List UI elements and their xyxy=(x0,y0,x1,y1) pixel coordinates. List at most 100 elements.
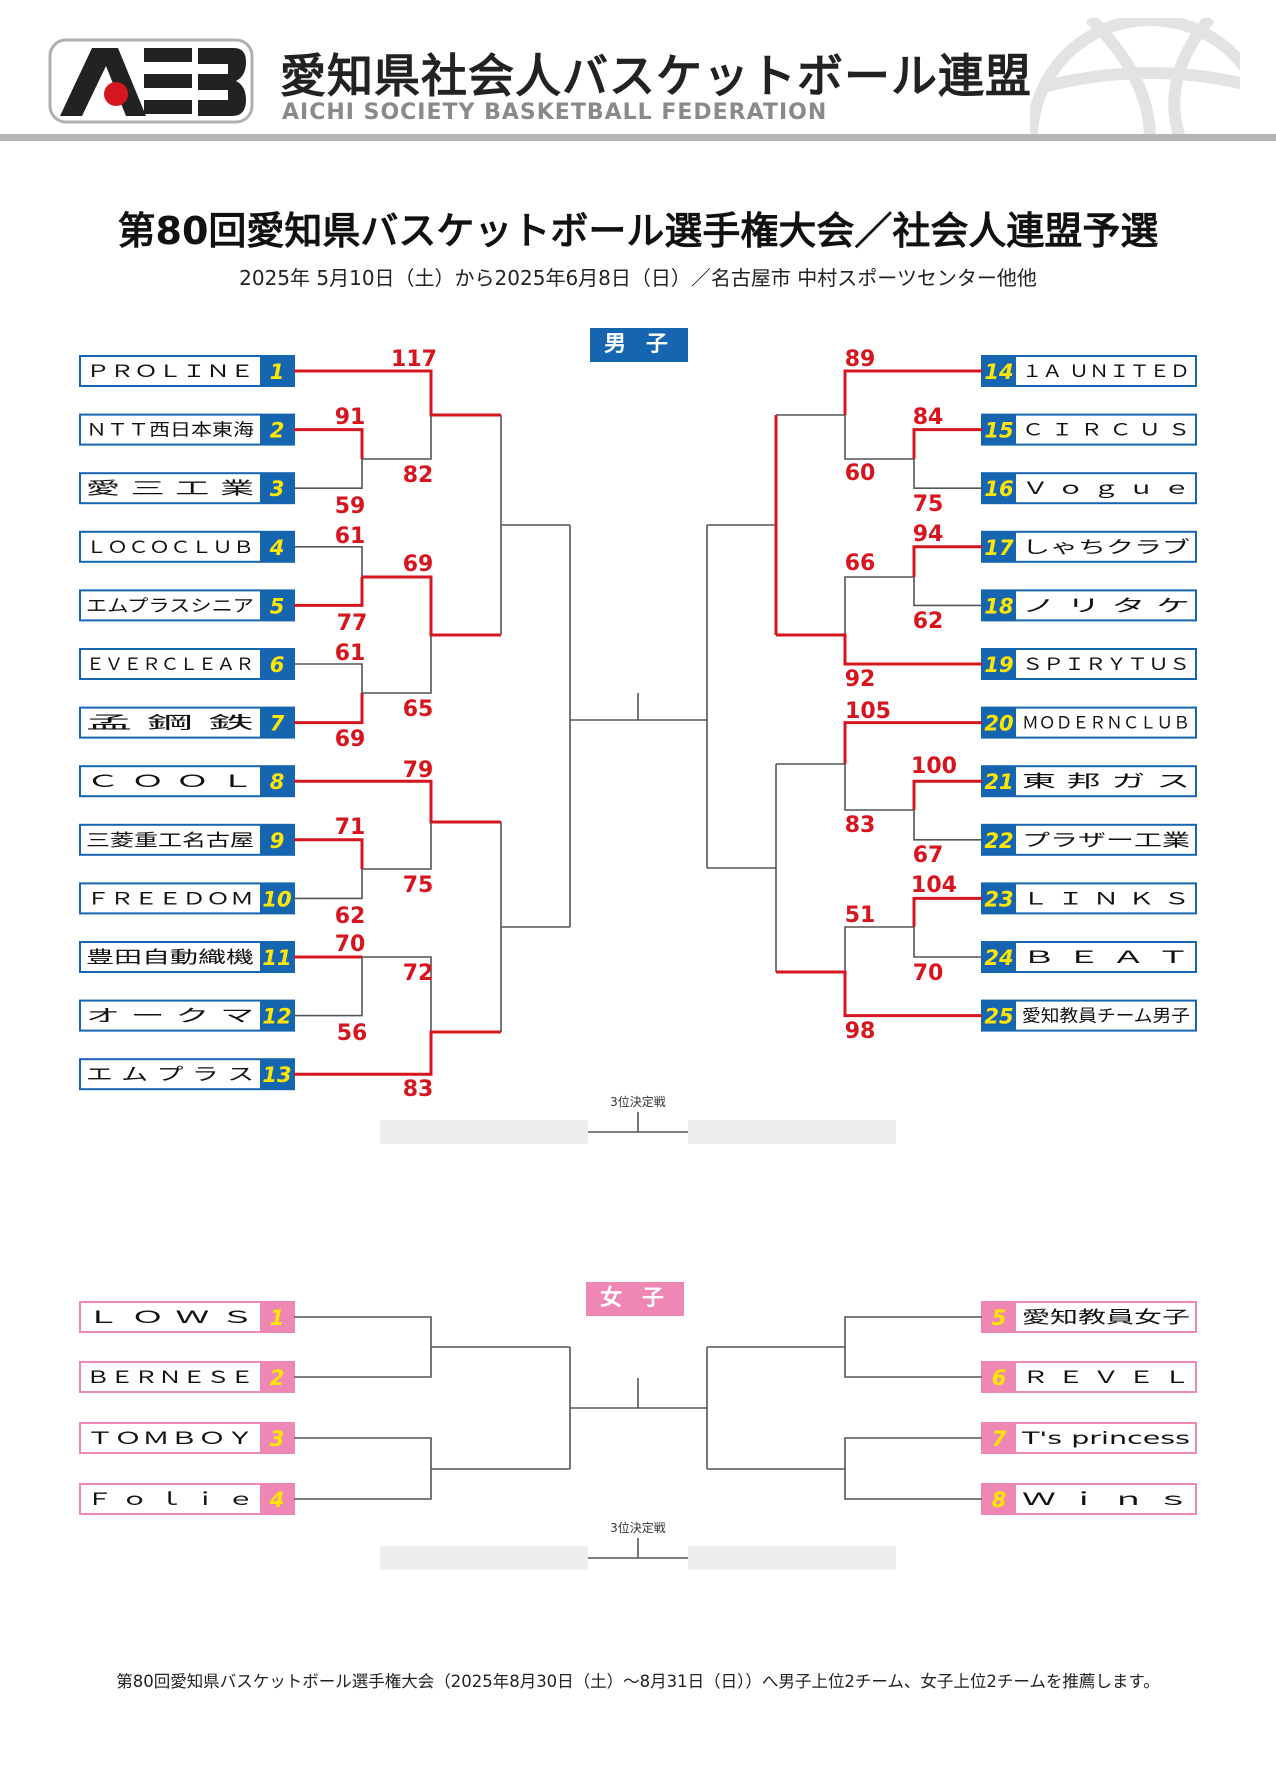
third-place-slot xyxy=(688,1120,896,1144)
men-seed-number: 14 xyxy=(984,360,1013,384)
men-seed-number: 21 xyxy=(984,770,1013,794)
score-label: 79 xyxy=(403,758,434,783)
men-team-box xyxy=(79,589,295,622)
men-seed-box xyxy=(260,473,294,504)
bracket-line xyxy=(362,635,432,694)
men-seed-box xyxy=(260,590,294,621)
men-team-name: 孟 鋼 鉄 xyxy=(86,714,254,734)
winner-line xyxy=(843,369,982,415)
header-rule xyxy=(0,134,1276,141)
men-team-name: しゃちクラブ xyxy=(1022,537,1190,558)
men-seed-box xyxy=(982,883,1016,914)
score-label: 94 xyxy=(913,522,944,547)
men-seed-box xyxy=(982,414,1016,445)
bracket-line xyxy=(294,1316,432,1378)
winner-line xyxy=(294,779,501,824)
men-seed-box xyxy=(982,473,1016,504)
score-label: 62 xyxy=(335,904,366,929)
third-place-label: 3位決定戦 xyxy=(610,1520,666,1535)
men-seed-box xyxy=(982,649,1016,679)
men-seed-box xyxy=(260,356,294,386)
men-seed-number: 1 xyxy=(270,360,285,384)
bracket-line xyxy=(362,415,432,460)
men-seed-number: 13 xyxy=(262,1063,291,1087)
basketball-icon xyxy=(1030,18,1240,138)
men-team-box xyxy=(981,413,1197,446)
men-seed-box xyxy=(260,883,294,914)
winner-line xyxy=(294,1030,501,1076)
women-seed-box xyxy=(982,1423,1016,1453)
org-name-en: AICHI SOCIETY BASKETBALL FEDERATION xyxy=(282,100,828,125)
score-label: 69 xyxy=(335,727,366,752)
men-team-name: １Ａ ＵＮＩＴＥＤ xyxy=(1022,362,1190,382)
women-seed-number: 6 xyxy=(992,1366,1007,1390)
score-label: 67 xyxy=(913,843,944,868)
men-team-box xyxy=(79,648,295,680)
winner-line xyxy=(776,970,982,1018)
men-seed-number: 6 xyxy=(270,653,285,677)
third-place-slot xyxy=(688,1546,896,1570)
women-seed-box xyxy=(982,1362,1016,1392)
bracket-line xyxy=(844,576,914,635)
score-label: 82 xyxy=(403,463,434,488)
women-seed-box xyxy=(260,1302,294,1332)
men-seed-box xyxy=(982,766,1016,797)
men-team-box xyxy=(981,589,1197,622)
score-label: 70 xyxy=(335,932,366,957)
winner-line xyxy=(912,779,982,810)
score-label: 100 xyxy=(911,754,957,779)
men-team-name: ＰＲＯＬＩＮＥ xyxy=(86,362,254,382)
women-seed-box xyxy=(982,1484,1016,1514)
women-team-name: Ｆ ｏ ｌ ｉ ｅ xyxy=(86,1490,254,1510)
men-team-name: Ｖ ｏ ｇ ｕ ｅ xyxy=(1022,479,1190,499)
third-place-slot xyxy=(380,1546,588,1570)
men-seed-number: 17 xyxy=(984,536,1014,560)
men-team-box xyxy=(79,941,295,973)
score-label: 66 xyxy=(845,551,876,576)
men-seed-number: 10 xyxy=(262,887,291,911)
men-seed-box xyxy=(982,707,1016,738)
bracket-line xyxy=(294,663,363,693)
men-seed-box xyxy=(260,531,294,562)
men-team-name: エムプラスシニア xyxy=(86,596,254,616)
score-label: 91 xyxy=(335,405,366,430)
bracket-line xyxy=(294,1437,432,1500)
winner-line xyxy=(294,369,501,417)
third-place-slot xyxy=(380,1120,588,1144)
men-team-name: ノ リ タ ケ xyxy=(1022,596,1190,616)
women-seed-number: 5 xyxy=(992,1306,1007,1330)
bracket-line xyxy=(362,956,432,1032)
women-team-box xyxy=(981,1422,1197,1454)
page-title: 第80回愛知県バスケットボール選手権大会／社会人連盟予選 xyxy=(117,209,1159,253)
men-team-name: ＳＰＩＲＹＴＵＳ xyxy=(1022,655,1190,675)
winner-line xyxy=(912,545,982,577)
men-team-name: 愛知教員チーム男子 xyxy=(1022,1007,1190,1027)
men-seed-number: 16 xyxy=(984,477,1013,501)
bracket-line xyxy=(913,577,982,607)
score-label: 62 xyxy=(913,609,944,634)
men-team-name: エ ム プ ラ ス xyxy=(86,1065,254,1085)
women-team-name: Ｗ ｉ ｎ ｓ xyxy=(1022,1490,1190,1510)
men-team-box xyxy=(79,823,295,856)
men-seed-number: 7 xyxy=(270,712,285,736)
score-label: 70 xyxy=(913,961,944,986)
winner-line xyxy=(912,428,982,459)
men-team-name: ＦＲＥＥＤＯＭ xyxy=(86,889,254,909)
score-label: 61 xyxy=(335,641,366,666)
score-label: 75 xyxy=(403,873,434,898)
men-seed-box xyxy=(260,766,294,797)
women-team-name: Ｒ Ｅ Ｖ Ｅ Ｌ xyxy=(1022,1368,1190,1388)
women-team-box xyxy=(79,1422,295,1454)
women-team-name: T's princess xyxy=(1020,1429,1190,1449)
men-seed-number: 22 xyxy=(984,829,1013,853)
men-seed-number: 24 xyxy=(984,946,1013,970)
org-name-jp: 愛知県社会人バスケットボール連盟 xyxy=(280,49,1032,103)
women-team-box xyxy=(79,1361,295,1393)
men-team-box xyxy=(79,1058,295,1091)
women-section-label: 女 子 xyxy=(586,1282,684,1316)
men-seed-box xyxy=(260,942,294,972)
women-seed-box xyxy=(260,1484,294,1514)
men-team-box xyxy=(981,765,1197,798)
men-seed-box xyxy=(982,824,1016,855)
men-team-name: Ｂ Ｅ Ａ Ｔ xyxy=(1022,948,1190,968)
